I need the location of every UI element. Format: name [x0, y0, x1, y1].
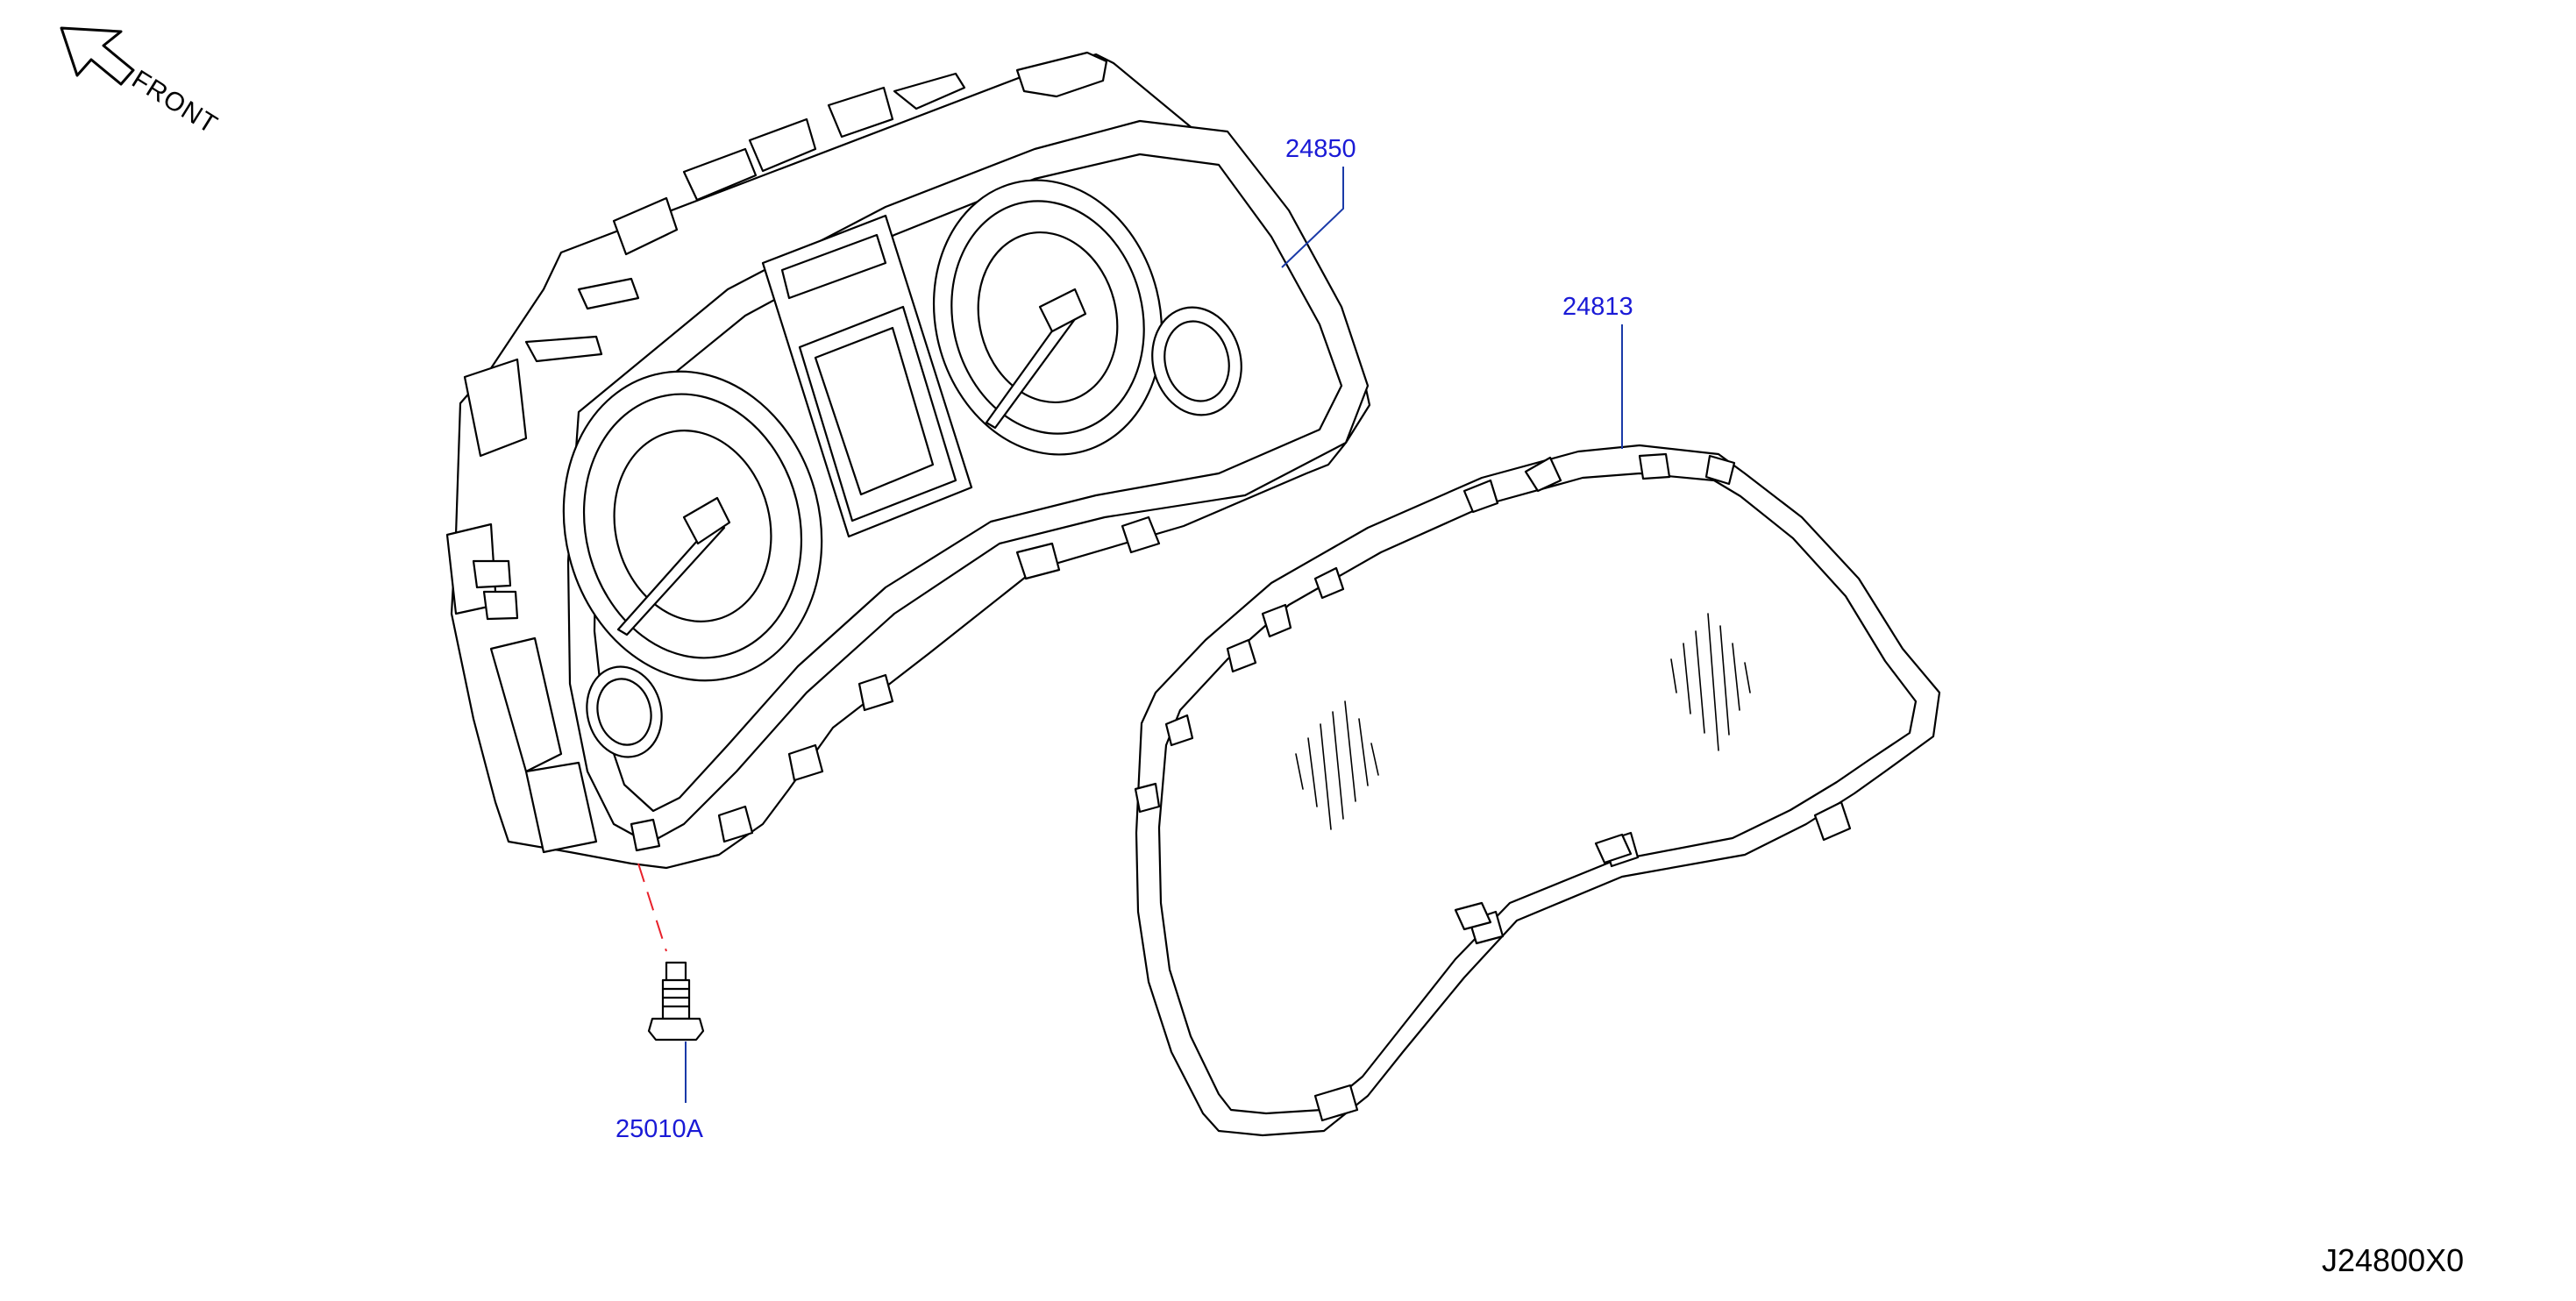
drawing-code: J24800X0	[2322, 1242, 2465, 1278]
callout-24813[interactable]: 24813	[1562, 293, 1633, 321]
meter-cover-drawing	[1134, 444, 1941, 1137]
callout-25010A[interactable]: 25010A	[616, 1115, 703, 1143]
front-arrow-icon	[60, 26, 135, 86]
leader-24850	[1281, 167, 1344, 268]
leader-lines	[685, 167, 1623, 1103]
callout-24850[interactable]: 24850	[1285, 135, 1356, 163]
screw-axis-line	[637, 863, 667, 952]
combination-meter-drawing	[445, 51, 1371, 870]
screw-drawing	[647, 961, 705, 1042]
